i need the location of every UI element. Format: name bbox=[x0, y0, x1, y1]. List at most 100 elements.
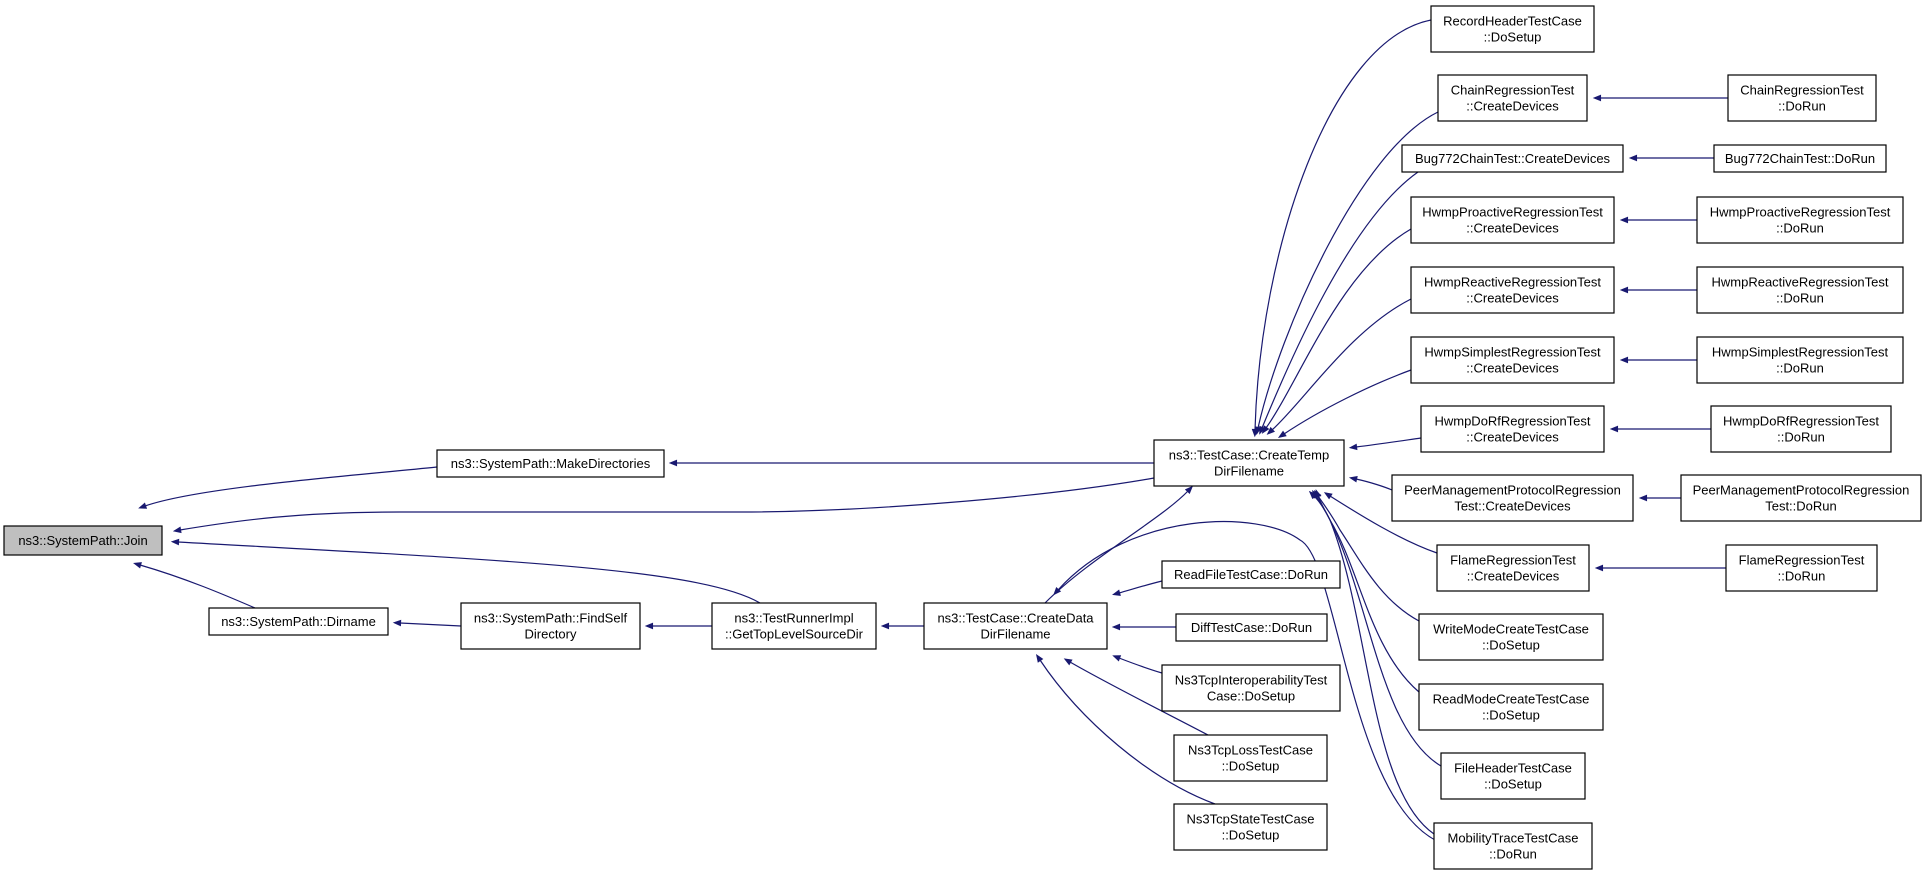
node-label-line: ::CreateDevices bbox=[1467, 569, 1560, 584]
edge-recordheader-to-createtemp bbox=[1251, 19, 1432, 438]
node-label-line: Ns3TcpLossTestCase bbox=[1188, 743, 1313, 758]
node-label-line: ::DoRun bbox=[1778, 99, 1826, 114]
node-proactcd[interactable]: HwmpProactiveRegressionTest::CreateDevic… bbox=[1410, 196, 1615, 244]
node-readmode[interactable]: ReadModeCreateTestCase::DoSetup bbox=[1418, 683, 1604, 731]
node-label-line: ::DoRun bbox=[1776, 361, 1824, 376]
node-label-line: Bug772ChainTest::DoRun bbox=[1725, 151, 1875, 166]
node-mobility[interactable]: MobilityTraceTestCase::DoRun bbox=[1433, 822, 1593, 870]
node-label-line: PeerManagementProtocolRegression bbox=[1693, 483, 1910, 498]
edge-tcpstate-to-createdata bbox=[1035, 653, 1216, 805]
node-label-line: HwmpDoRfRegressionTest bbox=[1723, 414, 1879, 429]
node-box bbox=[1161, 664, 1341, 712]
node-peercd[interactable]: PeerManagementProtocolRegressionTest::Cr… bbox=[1391, 474, 1634, 522]
node-label-line: ChainRegressionTest bbox=[1451, 83, 1575, 98]
node-simplerun[interactable]: HwmpSimplestRegressionTest::DoRun bbox=[1696, 336, 1904, 384]
edge-tcploss-to-createdata bbox=[1063, 658, 1209, 736]
edge-tcpinterop-to-createdata bbox=[1112, 655, 1163, 674]
node-fileheader[interactable]: FileHeaderTestCase::DoSetup bbox=[1440, 752, 1586, 800]
node-box bbox=[1410, 266, 1615, 314]
node-label-line: DirFilename bbox=[1214, 464, 1284, 479]
node-peerrun[interactable]: PeerManagementProtocolRegressionTest::Do… bbox=[1680, 474, 1922, 522]
node-reactcd[interactable]: HwmpReactiveRegressionTest::CreateDevice… bbox=[1410, 266, 1615, 314]
edges-layer bbox=[133, 19, 1728, 847]
node-box bbox=[460, 602, 641, 650]
edge-mobility-to-createdata bbox=[1053, 521, 1451, 847]
node-chainrun[interactable]: ChainRegressionTest::DoRun bbox=[1727, 74, 1877, 122]
edge-readfile-to-createdata bbox=[1112, 580, 1163, 596]
node-dirname[interactable]: ns3::SystemPath::Dirname bbox=[208, 607, 389, 636]
node-join[interactable]: ns3::SystemPath::Join bbox=[3, 525, 163, 556]
node-label-line: ReadFileTestCase::DoRun bbox=[1174, 567, 1328, 582]
node-tcpstate[interactable]: Ns3TcpStateTestCase::DoSetup bbox=[1173, 803, 1328, 851]
node-box bbox=[436, 449, 665, 478]
node-makedirs[interactable]: ns3::SystemPath::MakeDirectories bbox=[436, 449, 665, 478]
node-recordheader[interactable]: RecordHeaderTestCase::DoSetup bbox=[1430, 5, 1595, 53]
edge-findself-to-dirname bbox=[392, 619, 462, 627]
node-box bbox=[1401, 144, 1624, 173]
edge-reactcd-to-createtemp bbox=[1266, 298, 1412, 435]
node-label-line: Case::DoSetup bbox=[1207, 689, 1295, 704]
node-box bbox=[1410, 336, 1615, 384]
node-simplecd[interactable]: HwmpSimplestRegressionTest::CreateDevice… bbox=[1410, 336, 1615, 384]
node-box bbox=[1710, 405, 1892, 453]
node-label-line: HwmpDoRfRegressionTest bbox=[1434, 414, 1590, 429]
node-label-line: ::DoSetup bbox=[1222, 759, 1280, 774]
node-label-line: Test::CreateDevices bbox=[1454, 499, 1571, 514]
node-dorfrun[interactable]: HwmpDoRfRegressionTest::DoRun bbox=[1710, 405, 1892, 453]
node-dorfcd[interactable]: HwmpDoRfRegressionTest::CreateDevices bbox=[1420, 405, 1605, 453]
node-label-line: ::CreateDevices bbox=[1466, 430, 1559, 445]
node-label-line: ::DoSetup bbox=[1222, 828, 1280, 843]
node-label-line: ::DoRun bbox=[1776, 221, 1824, 236]
node-box bbox=[3, 525, 163, 556]
node-tcploss[interactable]: Ns3TcpLossTestCase::DoSetup bbox=[1173, 734, 1328, 782]
node-label-line: ::CreateDevices bbox=[1466, 99, 1559, 114]
node-box bbox=[208, 607, 389, 636]
node-label-line: DirFilename bbox=[980, 627, 1050, 642]
node-box bbox=[1433, 822, 1593, 870]
node-label-line: ns3::SystemPath::MakeDirectories bbox=[451, 456, 651, 471]
node-label-line: RecordHeaderTestCase bbox=[1443, 14, 1582, 29]
node-label-line: WriteModeCreateTestCase bbox=[1433, 622, 1589, 637]
node-label-line: Bug772ChainTest::CreateDevices bbox=[1415, 151, 1611, 166]
node-label-line: HwmpProactiveRegressionTest bbox=[1710, 205, 1891, 220]
node-reactrun[interactable]: HwmpReactiveRegressionTest::DoRun bbox=[1696, 266, 1904, 314]
node-label-line: ::DoSetup bbox=[1482, 638, 1540, 653]
node-box bbox=[1680, 474, 1922, 522]
node-label-line: ns3::TestRunnerImpl bbox=[734, 611, 853, 626]
node-box bbox=[1153, 439, 1345, 487]
node-box bbox=[1173, 803, 1328, 851]
node-proactrun[interactable]: HwmpProactiveRegressionTest::DoRun bbox=[1696, 196, 1904, 244]
node-label-line: ::GetTopLevelSourceDir bbox=[725, 627, 864, 642]
node-writemode[interactable]: WriteModeCreateTestCase::DoSetup bbox=[1418, 613, 1604, 661]
node-label-line: ::DoRun bbox=[1778, 569, 1826, 584]
node-label-line: FlameRegressionTest bbox=[1739, 553, 1865, 568]
node-label-line: Test::DoRun bbox=[1765, 499, 1837, 514]
edge-peercd-to-createtemp bbox=[1348, 475, 1393, 491]
node-bugcd[interactable]: Bug772ChainTest::CreateDevices bbox=[1401, 144, 1624, 173]
node-flamerun[interactable]: FlameRegressionTest::DoRun bbox=[1725, 544, 1878, 592]
node-readfile[interactable]: ReadFileTestCase::DoRun bbox=[1161, 560, 1341, 589]
node-label-line: Ns3TcpInteroperabilityTest bbox=[1175, 673, 1328, 688]
edge-gettop-to-join bbox=[170, 538, 761, 604]
node-label-line: HwmpReactiveRegressionTest bbox=[1711, 275, 1888, 290]
node-difftest[interactable]: DiffTestCase::DoRun bbox=[1175, 613, 1328, 642]
node-label-line: FlameRegressionTest bbox=[1450, 553, 1576, 568]
node-label-line: Directory bbox=[524, 627, 577, 642]
node-label-line: ::CreateDevices bbox=[1466, 361, 1559, 376]
node-label-line: HwmpProactiveRegressionTest bbox=[1422, 205, 1603, 220]
node-label-line: HwmpReactiveRegressionTest bbox=[1424, 275, 1601, 290]
node-flamecd[interactable]: FlameRegressionTest::CreateDevices bbox=[1436, 544, 1590, 592]
node-label-line: ns3::TestCase::CreateTemp bbox=[1169, 448, 1329, 463]
node-label-line: ReadModeCreateTestCase bbox=[1433, 692, 1590, 707]
node-box bbox=[1410, 196, 1615, 244]
node-bugrun[interactable]: Bug772ChainTest::DoRun bbox=[1713, 144, 1887, 173]
node-gettop[interactable]: ns3::TestRunnerImpl::GetTopLevelSourceDi… bbox=[711, 602, 877, 650]
node-box bbox=[1440, 752, 1586, 800]
node-box bbox=[923, 602, 1108, 650]
node-chaincd[interactable]: ChainRegressionTest::CreateDevices bbox=[1437, 74, 1588, 122]
node-box bbox=[1696, 196, 1904, 244]
